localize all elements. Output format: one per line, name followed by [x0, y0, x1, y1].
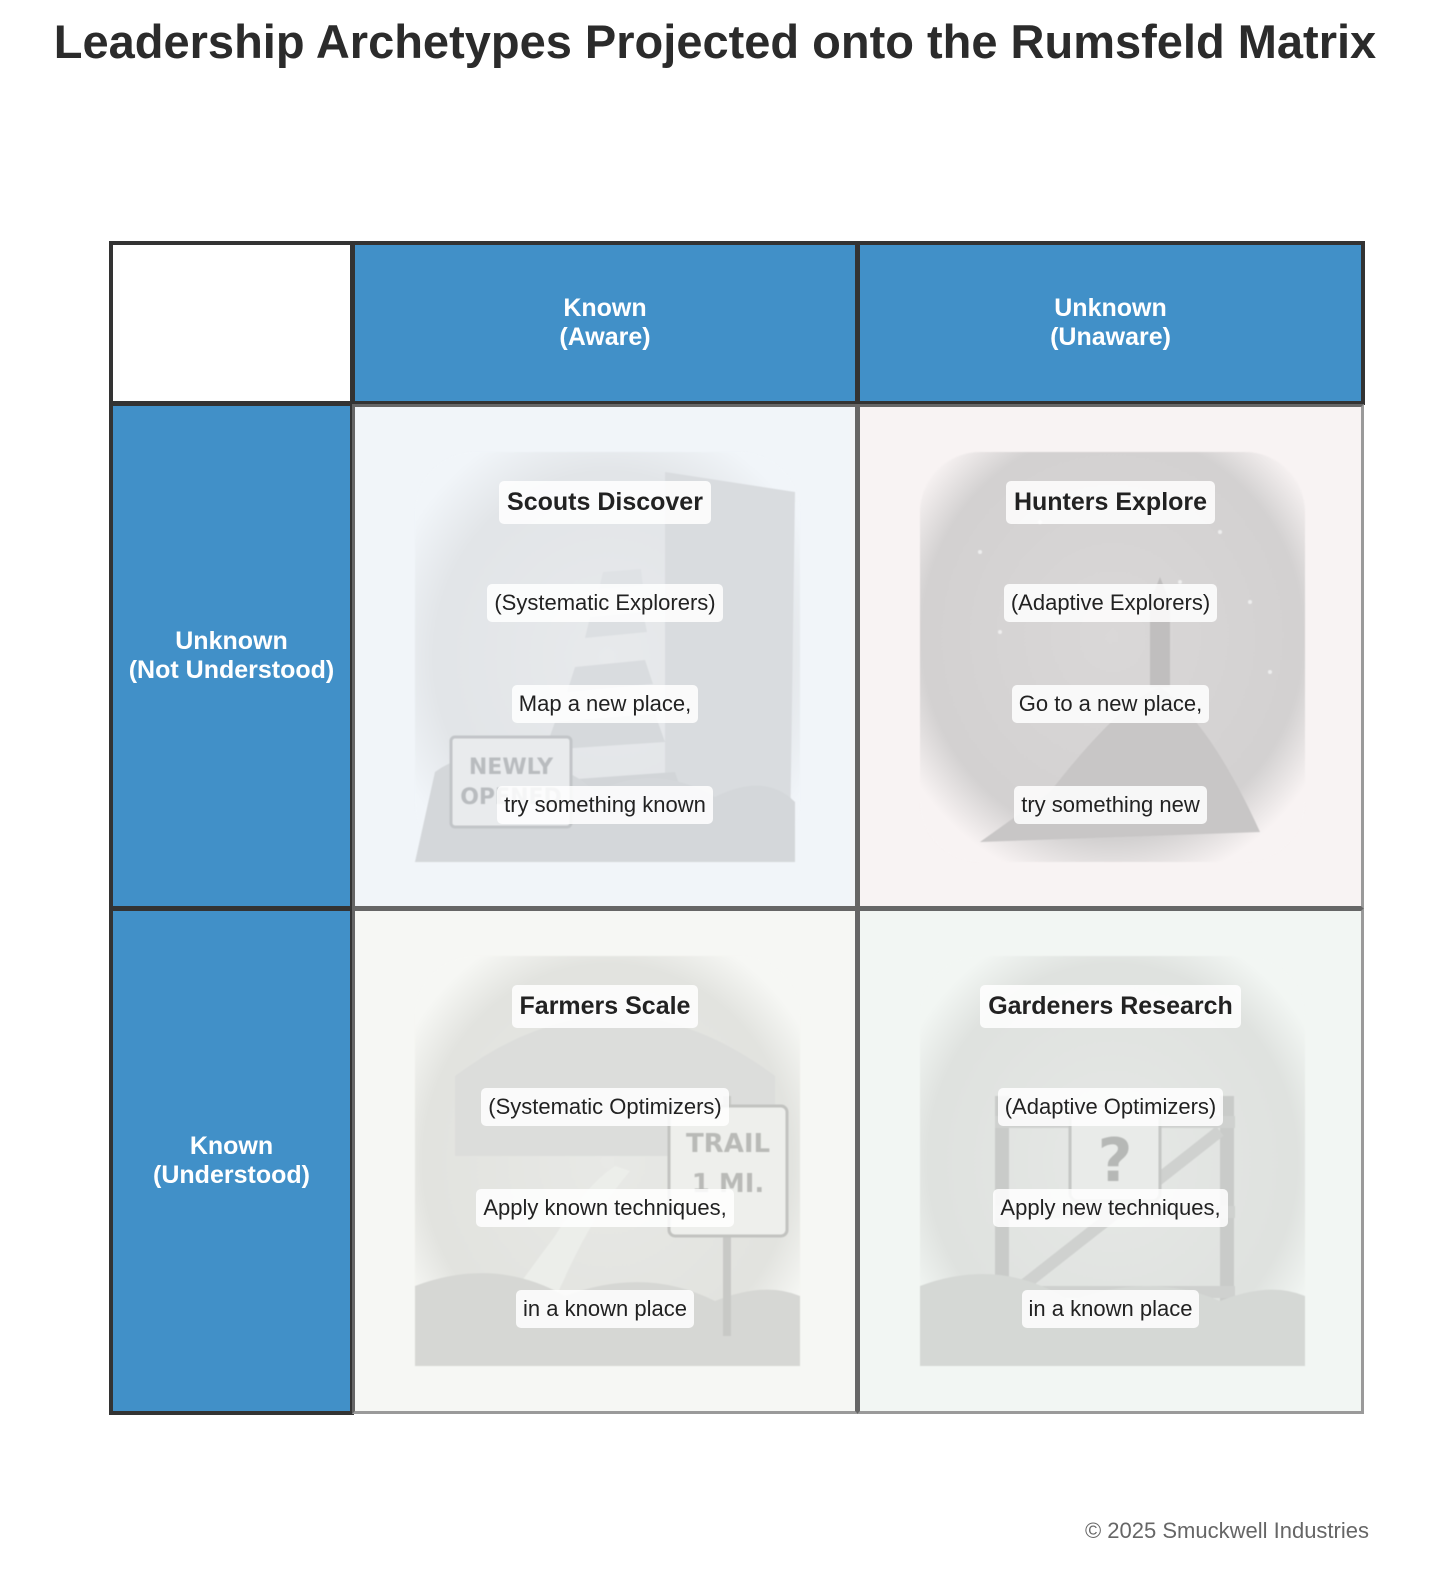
- column-header-known-sublabel: (Aware): [559, 323, 651, 351]
- row-header-unknown: Unknown (Not Understood): [109, 402, 354, 910]
- column-header-known-label: Known: [563, 294, 647, 322]
- quadrant-description-line2: try something known: [497, 786, 713, 824]
- question-mark-glyph: ?: [1098, 1126, 1133, 1196]
- quadrant-description-line1: Apply known techniques,: [476, 1189, 734, 1227]
- quadrant-description-line2: in a known place: [516, 1290, 694, 1328]
- rumsfeld-matrix: Known (Aware) Unknown (Unaware) Unknown …: [109, 241, 1365, 1415]
- copyright-notice: © 2025 Smuckwell Industries: [1084, 1518, 1369, 1543]
- quadrant-farmers-scale: TRAIL 1 MI. Farmers Scale (Systematic Op…: [352, 908, 858, 1414]
- row-header-known-sublabel: (Understood): [153, 1161, 310, 1189]
- question-sign: ?: [1068, 1104, 1162, 1203]
- quadrant-title: Gardeners Research: [980, 985, 1241, 1028]
- quadrant-subtitle: (Adaptive Explorers): [1003, 584, 1218, 622]
- quadrant-hunters-explore: Hunters Explore (Adaptive Explorers) Go …: [857, 404, 1364, 909]
- diagram-title: Leadership Archetypes Projected onto the…: [53, 15, 1377, 68]
- newly-opened-sign-line1: NEWLY: [469, 755, 554, 780]
- quadrant-subtitle: (Systematic Optimizers): [481, 1088, 729, 1126]
- quadrant-description-line1: Map a new place,: [511, 685, 699, 723]
- quadrant-description-line1: Go to a new place,: [1011, 685, 1210, 723]
- quadrant-title: Farmers Scale: [511, 985, 699, 1028]
- row-header-known-label: Known: [189, 1132, 274, 1160]
- row-header-known: Known (Understood): [109, 907, 354, 1415]
- row-header-unknown-label: Unknown: [175, 627, 288, 655]
- quadrant-title: Hunters Explore: [1005, 481, 1216, 524]
- row-header-unknown-sublabel: (Not Understood): [128, 656, 335, 684]
- column-header-unknown: Unknown (Unaware): [856, 241, 1365, 405]
- matrix-corner-cell: [109, 241, 354, 405]
- quadrant-description-line2: in a known place: [1021, 1290, 1200, 1328]
- column-header-known: Known (Aware): [351, 241, 859, 405]
- quadrant-description-line1: Apply new techniques,: [993, 1189, 1228, 1227]
- column-header-unknown-label: Unknown: [1054, 294, 1167, 322]
- quadrant-title: Scouts Discover: [499, 481, 711, 524]
- stairway-illustration: NEWLY OPENED: [415, 452, 800, 862]
- quadrant-scouts-discover: NEWLY OPENED Scouts Discover (Systematic…: [352, 404, 858, 909]
- quadrant-subtitle: (Systematic Explorers): [487, 584, 723, 622]
- quadrant-gardeners-research: ? Gardeners Research (Adaptive Optimizer…: [857, 908, 1364, 1414]
- quadrant-description-line2: try something new: [1014, 786, 1207, 824]
- column-header-unknown-sublabel: (Unaware): [1050, 323, 1171, 351]
- quadrant-subtitle: (Adaptive Optimizers): [997, 1088, 1224, 1126]
- trail-sign-line1: TRAIL: [686, 1129, 770, 1159]
